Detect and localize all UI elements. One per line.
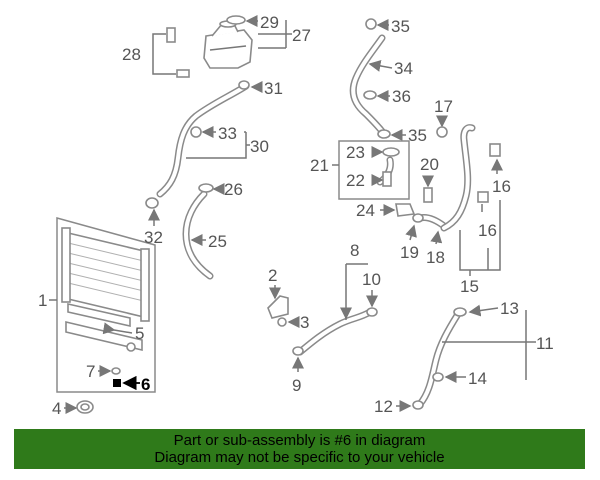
svg-text:22: 22 xyxy=(346,171,365,190)
callout-24: 24 xyxy=(356,201,416,220)
callout-25: 25 xyxy=(190,232,227,251)
callout-30: 30 xyxy=(186,131,269,159)
callout-16-top: 16 xyxy=(491,158,511,196)
callout-29: 29 xyxy=(226,13,279,32)
parts-diagram: 1 5 7 6 4 29 27 28 xyxy=(38,13,554,418)
svg-text:33: 33 xyxy=(218,124,237,143)
svg-text:19: 19 xyxy=(400,243,419,262)
svg-text:21: 21 xyxy=(310,156,329,175)
callout-3: 3 xyxy=(277,313,309,332)
svg-text:1: 1 xyxy=(38,291,47,310)
callout-2: 2 xyxy=(268,266,281,300)
svg-text:14: 14 xyxy=(468,369,487,388)
hose-18[interactable] xyxy=(412,213,448,230)
svg-text:9: 9 xyxy=(292,376,301,395)
svg-text:10: 10 xyxy=(362,270,381,289)
callout-16-mid: 16 xyxy=(478,204,497,240)
svg-text:36: 36 xyxy=(392,87,411,106)
hose-34[interactable] xyxy=(349,34,388,138)
bracket-2[interactable] xyxy=(267,295,289,319)
callout-22: 22 xyxy=(346,171,384,190)
svg-text:3: 3 xyxy=(300,313,309,332)
hose-30[interactable] xyxy=(156,80,250,198)
hose-8[interactable] xyxy=(296,308,374,356)
svg-text:30: 30 xyxy=(250,137,269,156)
svg-text:23: 23 xyxy=(346,143,365,162)
svg-text:2: 2 xyxy=(268,266,277,285)
svg-text:35: 35 xyxy=(391,17,410,36)
svg-text:12: 12 xyxy=(374,397,393,416)
callout-21: 21 xyxy=(310,156,339,175)
svg-text:7: 7 xyxy=(86,362,95,381)
callout-32: 32 xyxy=(144,197,163,247)
svg-text:13: 13 xyxy=(500,299,519,318)
callout-27: 27 xyxy=(258,20,311,49)
svg-text:35: 35 xyxy=(408,126,427,145)
info-banner: Part or sub-assembly is #6 in diagram Di… xyxy=(14,429,585,469)
svg-text:28: 28 xyxy=(122,45,141,64)
svg-text:20: 20 xyxy=(420,155,439,174)
callout-36: 36 xyxy=(363,87,411,106)
callout-28: 28 xyxy=(122,27,190,78)
callout-5: 5 xyxy=(102,322,144,343)
callout-14: 14 xyxy=(444,369,487,388)
svg-text:27: 27 xyxy=(292,26,311,45)
svg-text:32: 32 xyxy=(144,228,163,247)
banner-line-disclaimer: Diagram may not be specific to your vehi… xyxy=(154,449,445,466)
svg-text:4: 4 xyxy=(52,399,61,418)
hose-15[interactable] xyxy=(440,124,501,232)
svg-text:18: 18 xyxy=(426,248,445,267)
svg-text:5: 5 xyxy=(135,324,144,343)
radiator-assembly[interactable] xyxy=(56,217,156,393)
hose-11[interactable] xyxy=(412,307,467,410)
callout-33: 33 xyxy=(190,124,237,143)
svg-text:16: 16 xyxy=(492,177,511,196)
svg-text:8: 8 xyxy=(350,241,359,260)
svg-text:17: 17 xyxy=(434,97,453,116)
callout-1: 1 xyxy=(38,291,57,310)
svg-text:16: 16 xyxy=(478,221,497,240)
callout-12: 12 xyxy=(374,397,412,416)
svg-text:15: 15 xyxy=(460,277,479,296)
callout-35-top: 35 xyxy=(365,17,410,36)
svg-text:26: 26 xyxy=(224,180,243,199)
callout-31: 31 xyxy=(250,79,283,98)
hose-25[interactable] xyxy=(182,190,214,280)
callout-26: 26 xyxy=(198,180,243,199)
callout-17: 17 xyxy=(434,97,453,138)
coolant-reservoir[interactable] xyxy=(203,20,253,69)
highlighted-part-6[interactable]: 6 xyxy=(113,375,150,394)
callout-20: 20 xyxy=(420,155,439,203)
callout-23: 23 xyxy=(346,143,384,162)
banner-line-part-info: Part or sub-assembly is #6 in diagram xyxy=(173,432,426,449)
callout-34: 34 xyxy=(368,59,413,78)
callout-13: 13 xyxy=(468,299,519,318)
callout-8: 8 xyxy=(340,241,368,320)
callout-18: 18 xyxy=(426,230,445,267)
callout-4: 4 xyxy=(52,399,94,418)
callout-7: 7 xyxy=(86,362,121,381)
callout-19: 19 xyxy=(400,224,419,262)
callout-10: 10 xyxy=(362,270,381,317)
svg-text:11: 11 xyxy=(536,334,554,353)
svg-text:24: 24 xyxy=(356,201,375,220)
callout-9: 9 xyxy=(292,346,304,395)
callout-35-mid: 35 xyxy=(377,126,427,145)
svg-text:29: 29 xyxy=(260,13,279,32)
callout-11: 11 xyxy=(442,310,554,380)
svg-text:6: 6 xyxy=(141,375,150,394)
svg-text:34: 34 xyxy=(394,59,413,78)
svg-text:25: 25 xyxy=(208,232,227,251)
svg-text:31: 31 xyxy=(264,79,283,98)
callout-15: 15 xyxy=(459,200,501,296)
